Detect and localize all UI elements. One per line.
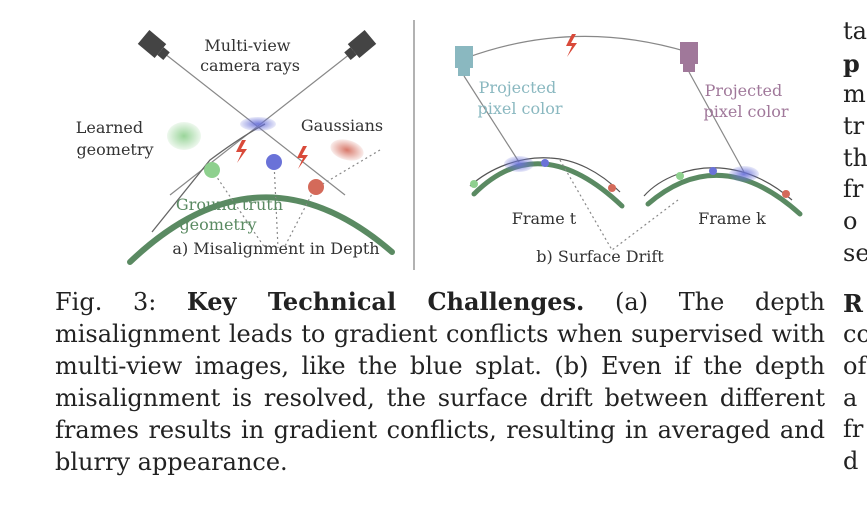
dotted-frame-lines bbox=[559, 159, 679, 251]
red-gaussian-splat bbox=[330, 139, 364, 161]
camera-icon-left bbox=[137, 30, 170, 61]
side-line: se bbox=[843, 238, 867, 267]
blue-point bbox=[266, 154, 282, 170]
frame-t-splat bbox=[504, 156, 534, 172]
label-frame-k: Frame k bbox=[698, 209, 766, 228]
adjacent-column-text: ta p m tr th fr o se R co of a fr d bbox=[843, 16, 867, 478]
side-line: tr bbox=[843, 112, 865, 141]
label-projected-left: Projected pixel color bbox=[477, 78, 562, 118]
projection-ray-right bbox=[688, 71, 745, 173]
frame-k-surface bbox=[645, 172, 803, 217]
side-line: a bbox=[843, 383, 858, 412]
side-line: p bbox=[843, 48, 860, 78]
side-line: co bbox=[843, 320, 867, 349]
figure-3: Multi-view camera rays Learned geometry … bbox=[76, 20, 803, 270]
side-line: m bbox=[843, 80, 866, 109]
side-line: R bbox=[843, 288, 863, 318]
green-point bbox=[204, 162, 220, 178]
frame-t-surface bbox=[471, 161, 625, 209]
camera-icon-teal bbox=[455, 46, 473, 76]
blue-gaussian-splat bbox=[240, 117, 276, 131]
frame-t-blue-point bbox=[541, 159, 549, 167]
frame-k-red-point bbox=[782, 190, 790, 198]
side-line: ta bbox=[843, 17, 867, 45]
camera-connection-arc bbox=[465, 35, 689, 59]
figure-caption: Fig. 3: Key Technical Challenges. (a) Th… bbox=[55, 286, 825, 478]
frame-t-red-point bbox=[608, 184, 616, 192]
side-line: d bbox=[843, 446, 859, 475]
learned-geometry-gaussian bbox=[167, 122, 201, 150]
projection-ray-left bbox=[463, 75, 520, 163]
panel-b: Projected pixel color Projected pixel co… bbox=[455, 34, 803, 266]
panel-a: Multi-view camera rays Learned geometry … bbox=[76, 30, 395, 265]
label-ground-truth: Ground truth geometry bbox=[176, 195, 288, 234]
label-gaussians: Gaussians bbox=[301, 116, 383, 135]
subcaption-b: b) Surface Drift bbox=[536, 247, 664, 266]
side-line: th bbox=[843, 143, 867, 172]
frame-k-blue-point bbox=[709, 167, 717, 175]
side-line: fr bbox=[843, 415, 864, 444]
frame-t-green-point bbox=[470, 180, 478, 188]
red-point bbox=[308, 179, 324, 195]
side-line: fr bbox=[843, 175, 864, 204]
caption-body: (a) The depth misalignment leads to grad… bbox=[55, 288, 826, 476]
subcaption-a: a) Misalignment in Depth bbox=[172, 239, 379, 258]
side-line: of bbox=[843, 351, 867, 380]
lightning-bolt-icon bbox=[236, 140, 247, 163]
frame-k-green-point bbox=[676, 172, 684, 180]
caption-title: Key Technical Challenges. bbox=[186, 287, 585, 316]
label-learned-geometry: Learned geometry bbox=[76, 118, 154, 159]
label-frame-t: Frame t bbox=[512, 209, 577, 228]
lightning-bolt-icon bbox=[297, 146, 308, 169]
camera-icon-right bbox=[344, 30, 377, 61]
label-projected-right: Projected pixel color bbox=[703, 81, 788, 121]
side-line: o bbox=[843, 207, 858, 236]
camera-icon-purple bbox=[680, 42, 698, 72]
label-camera-rays: Multi-view camera rays bbox=[200, 36, 300, 75]
frame-k-splat bbox=[729, 166, 759, 182]
caption-prefix: Fig. 3: bbox=[55, 288, 187, 316]
frame-k-surface-thin bbox=[643, 167, 793, 201]
frame-t-surface-thin bbox=[469, 157, 621, 193]
lightning-bolt-icon bbox=[566, 34, 577, 57]
ground-truth-curve bbox=[127, 194, 395, 265]
